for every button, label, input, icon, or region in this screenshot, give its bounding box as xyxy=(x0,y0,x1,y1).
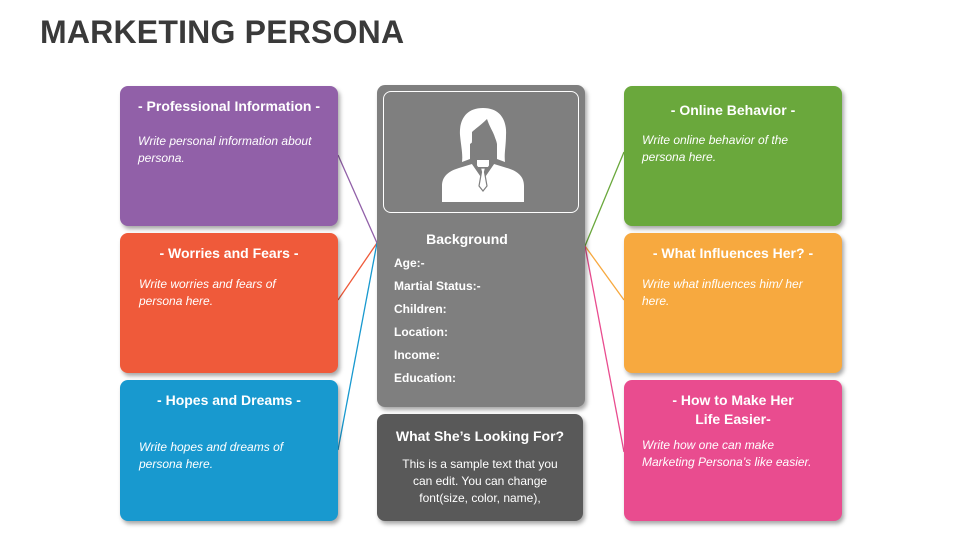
field-income: Income: xyxy=(394,348,441,362)
card-body: Write online behavior of the persona her… xyxy=(642,133,789,164)
card-title: - Worries and Fears - xyxy=(159,245,299,261)
connector-professional xyxy=(337,154,378,244)
connector-hopes xyxy=(337,242,378,451)
card-body: Write personal information about persona… xyxy=(138,134,312,165)
field-age: Age:- xyxy=(394,256,425,270)
hopes-and-dreams-card: - Hopes and Dreams - Write hopes and dre… xyxy=(120,380,338,521)
online-behavior-card: - Online Behavior - Write online behavio… xyxy=(624,86,842,226)
what-she-is-looking-for-panel: What She’s Looking For? This is a sample… xyxy=(377,414,583,521)
connector-worries xyxy=(337,242,378,301)
field-education: Education: xyxy=(394,371,456,385)
card-title: - Professional Information - xyxy=(137,98,320,114)
connector-easier xyxy=(584,245,625,453)
card-title: - Online Behavior - xyxy=(670,102,796,118)
looking-for-body: This is a sample text that you can edit.… xyxy=(402,457,558,505)
professional-information-card: - Professional Information - Write perso… xyxy=(120,86,338,226)
connector-influences xyxy=(584,245,625,301)
persona-photo-frame xyxy=(383,91,579,213)
field-location: Location: xyxy=(394,325,448,339)
looking-for-title: What She’s Looking For? xyxy=(395,428,565,444)
persona-background-panel: Background Age:- Martial Status:- Childr… xyxy=(377,85,585,407)
background-title: Background xyxy=(426,231,508,247)
card-title: - What Influences Her? - xyxy=(652,245,814,261)
what-influences-her-card: - What Influences Her? - Write what infl… xyxy=(624,233,842,373)
card-title: - Hopes and Dreams - xyxy=(157,392,301,408)
field-martial-status: Martial Status:- xyxy=(394,279,481,293)
card-title: - How to Make Her Life Easier- xyxy=(672,392,794,427)
card-body: Write what influences him/ her here. xyxy=(642,277,803,308)
page-title: MARKETING PERSONA xyxy=(40,14,405,50)
field-children: Children: xyxy=(394,302,447,316)
card-body: Write hopes and dreams of persona here. xyxy=(139,440,284,471)
connector-online xyxy=(584,151,625,247)
worries-and-fears-card: - Worries and Fears - Write worries and … xyxy=(120,233,338,373)
background-fields: Age:- Martial Status:- Children: Locatio… xyxy=(394,255,481,393)
card-body: Write worries and fears of persona here. xyxy=(139,277,276,308)
how-to-make-her-life-easier-card: - How to Make Her Life Easier- Write how… xyxy=(624,380,842,521)
card-body: Write how one can make Marketing Persona… xyxy=(642,438,812,469)
woman-avatar-icon xyxy=(442,108,524,202)
